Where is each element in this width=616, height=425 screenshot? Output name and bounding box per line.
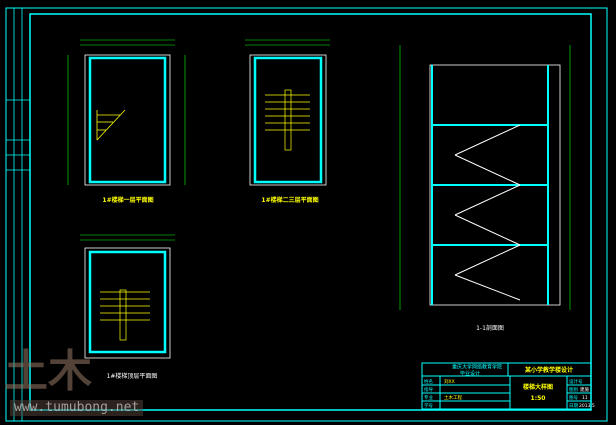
tb-value: 11 <box>582 395 588 401</box>
tb-label: 图号 <box>569 395 578 401</box>
inner-frame <box>29 13 592 411</box>
tb-label: 专业 <box>424 394 433 401</box>
tb-label: 图别 <box>569 386 578 393</box>
drawing-scale: 1:50 <box>531 395 546 402</box>
section-title: 1-1剖面图 <box>476 324 504 332</box>
project-name: 某小学教学楼设计 <box>525 366 573 374</box>
tb-label: 设计号 <box>569 378 583 385</box>
plan-middle-floor: 1#楼梯二三层平面图 <box>245 39 330 204</box>
school-name: 重庆大学网络教育学院 <box>452 364 502 371</box>
tb-value: 刘XX <box>444 378 455 385</box>
plan-title: 1#楼梯顶层平面图 <box>107 372 158 380</box>
drawing-name: 楼梯大样图 <box>523 383 553 391</box>
school-subtitle: 毕业设计 <box>460 370 480 377</box>
watermark-logo: 土木 <box>4 346 92 397</box>
stair-section: 1-1剖面图 <box>399 45 571 332</box>
plan-title: 1#楼梯二三层平面图 <box>261 196 318 204</box>
plan-top-floor: 1#楼梯顶层平面图 <box>80 234 175 380</box>
outer-frame <box>5 7 608 422</box>
tb-value: 2013.5 <box>579 403 595 409</box>
watermark-url: www.tumubong.net <box>10 400 144 416</box>
title-block <box>421 362 592 410</box>
tb-label: 日期 <box>569 403 578 409</box>
tb-label: 指导 <box>424 386 433 393</box>
tb-value: 土木工程 <box>444 394 462 401</box>
tb-label: 学号 <box>424 402 433 409</box>
tb-value: 建施 <box>580 386 589 393</box>
left-binding-strip <box>6 8 30 421</box>
plan-ground-floor: 1#楼梯一层平面图 <box>67 39 186 204</box>
plan-title: 1#楼梯一层平面图 <box>102 196 153 204</box>
tb-label: 姓名 <box>424 378 433 385</box>
